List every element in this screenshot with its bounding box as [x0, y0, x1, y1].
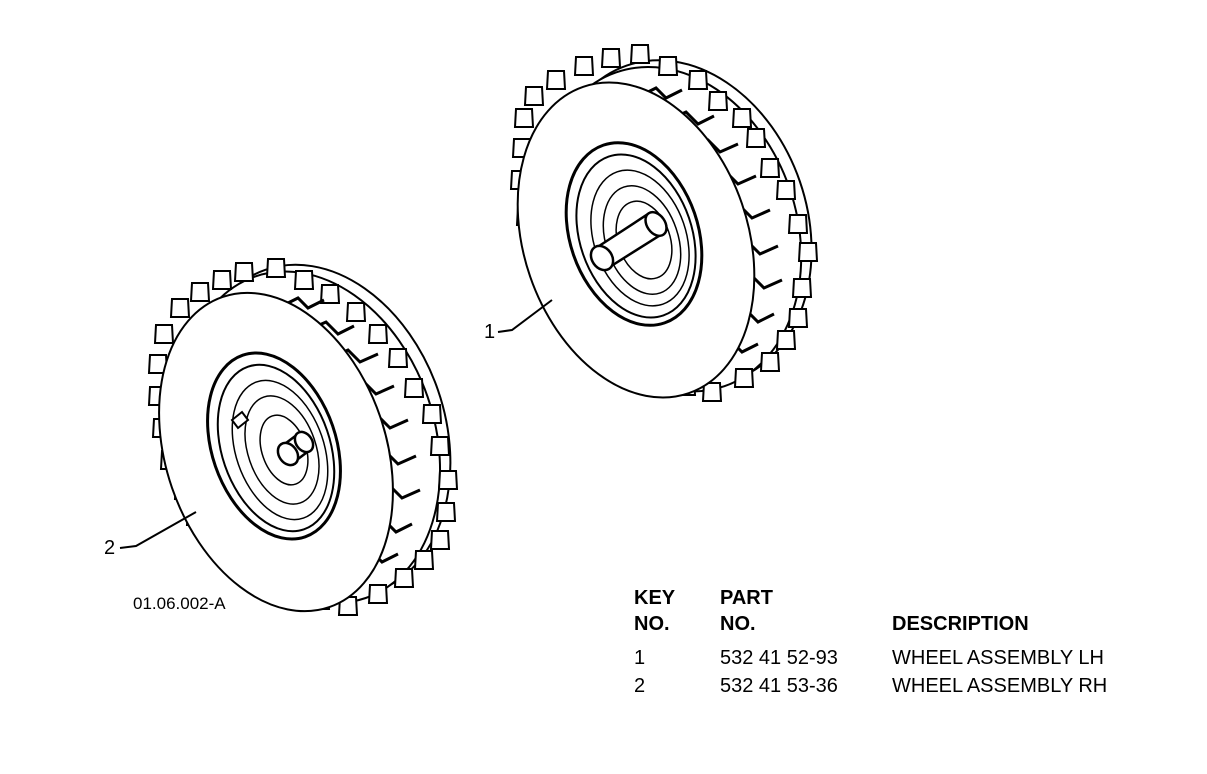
row-2-key: 2	[634, 675, 646, 697]
callout-1: 1	[484, 321, 496, 343]
row-1-key: 1	[634, 647, 646, 669]
callout-2: 2	[104, 537, 116, 559]
leader-line-1	[497, 299, 553, 333]
row-2-description: WHEEL ASSEMBLY RH	[892, 675, 1108, 697]
header-key-line1: KEY	[634, 587, 676, 609]
header-description: DESCRIPTION	[892, 613, 1029, 635]
header-key-line2: NO.	[634, 613, 670, 635]
wheel-assembly-lh	[510, 44, 818, 402]
wheel-1-axle	[589, 210, 668, 272]
header-part-line2: NO.	[720, 613, 756, 635]
header-part-line1: PART	[720, 587, 773, 609]
figure-id: 01.06.002-A	[133, 594, 226, 613]
leader-line-2	[119, 511, 197, 549]
parts-table: KEY NO. PART NO. DESCRIPTION 1 532 41 52…	[634, 585, 1194, 705]
wheel-2-rim	[206, 351, 342, 541]
row-2-part: 532 41 53-36	[720, 675, 838, 697]
leader-lines	[119, 299, 553, 549]
row-1-description: WHEEL ASSEMBLY LH	[892, 647, 1104, 669]
wheel-assembly-rh	[148, 258, 458, 616]
row-1-part: 532 41 52-93	[720, 647, 838, 669]
wheel-2-hub	[230, 410, 315, 467]
